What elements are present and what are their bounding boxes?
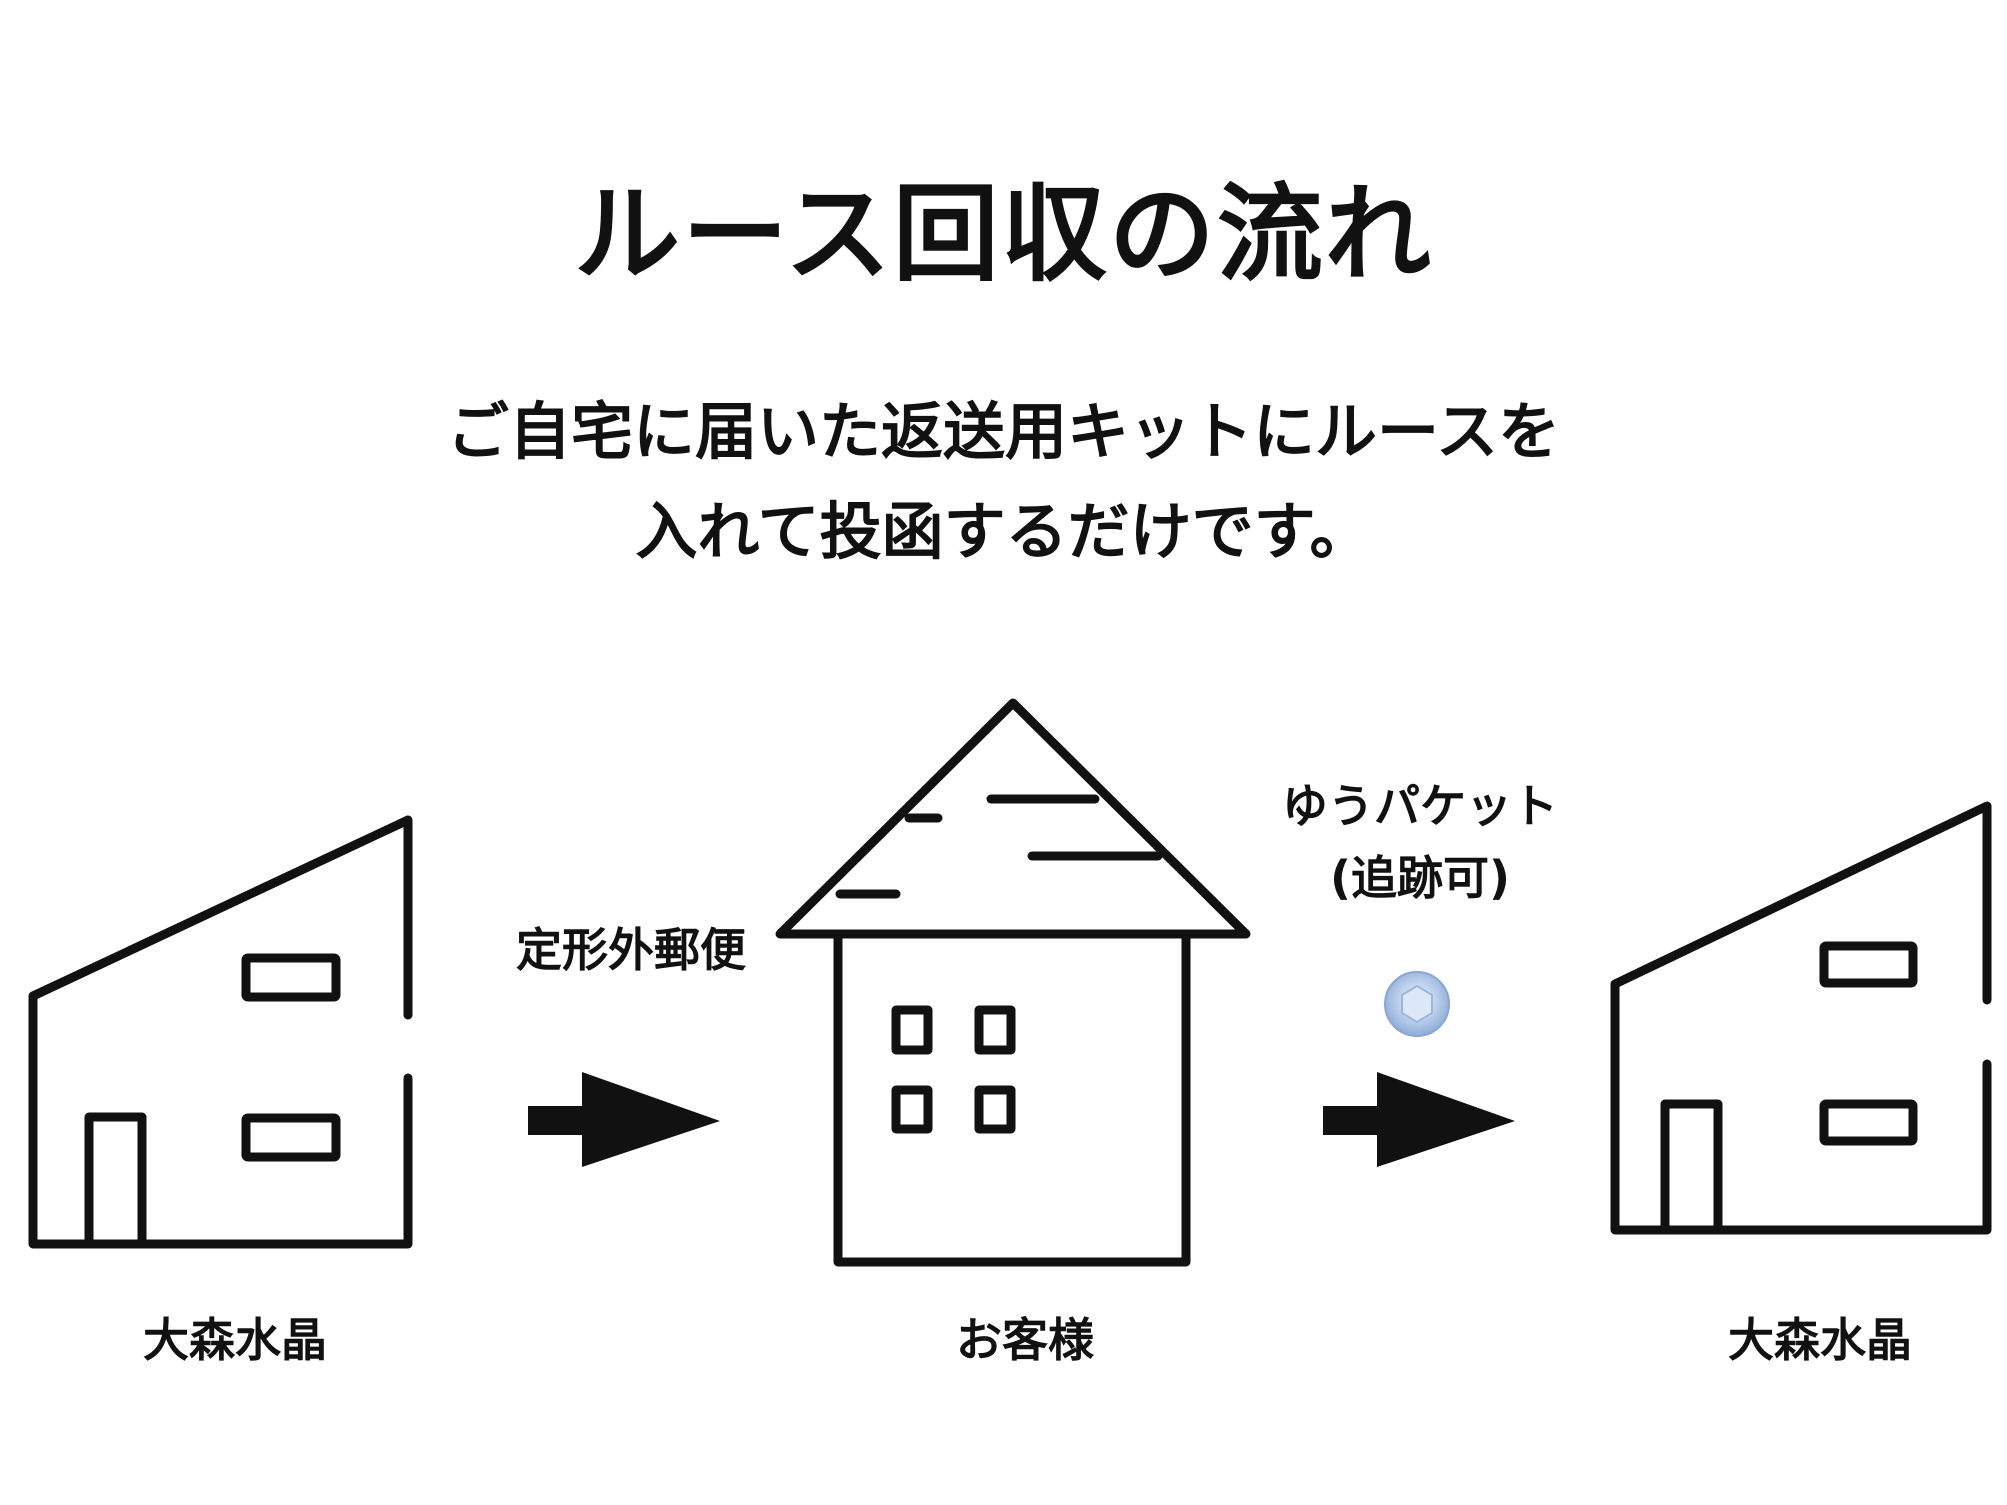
destination-building-icon xyxy=(1610,801,1992,1235)
return-method-label-line-2: (追跡可) xyxy=(1329,851,1511,905)
subtitle-line-1: ご自宅に届いた返送用キットにルースを xyxy=(447,395,1560,468)
gem-icon xyxy=(1384,971,1450,1037)
arrow-right-icon xyxy=(528,1072,720,1167)
origin-building-icon xyxy=(28,815,413,1249)
origin-label: 大森水晶 xyxy=(143,1313,327,1367)
arrow-right-icon xyxy=(1323,1072,1515,1167)
outbound-method-label: 定形外郵便 xyxy=(516,923,746,977)
return-method-label-line-1: ゆうパケット xyxy=(1282,779,1558,833)
subtitle-line-2: 入れて投函するだけです。 xyxy=(635,495,1372,568)
destination-label: 大森水晶 xyxy=(1728,1313,1912,1367)
customer-label: お客様 xyxy=(956,1313,1094,1367)
page-title: ルース回収の流れ xyxy=(574,173,1433,296)
customer-house-icon xyxy=(775,698,1251,1267)
